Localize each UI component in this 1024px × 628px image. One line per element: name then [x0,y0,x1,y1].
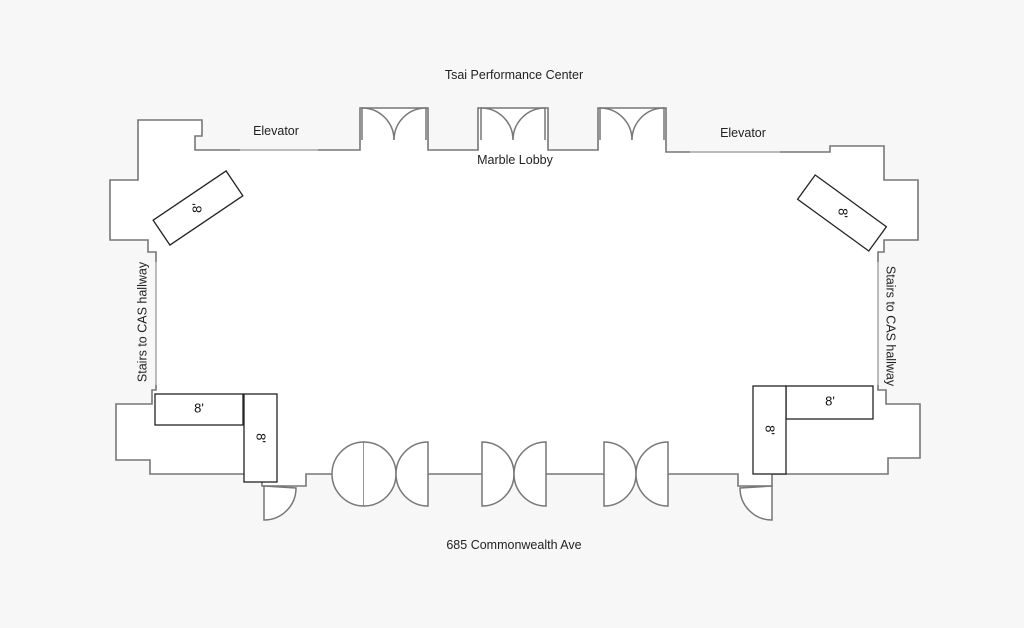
bottom-door-center [481,441,547,507]
table-bottom-right-horizontal: 8' [785,385,874,420]
bottom-door-right [603,441,669,507]
bottom-street-label: 685 Commonwealth Ave [446,538,581,552]
table-top-left-label: 8' [189,203,204,213]
bottom-left-side-door [263,485,297,521]
stairs-left-label: Stairs to CAS hallway [135,261,149,382]
table-bottom-right-vertical: 8' [752,385,787,475]
table-bottom-right-vertical-label: 8' [763,425,778,435]
bottom-right-side-door [739,485,773,521]
top-door-center [480,107,546,141]
lobby-label: Marble Lobby [477,153,553,167]
table-bottom-right-horizontal-label: 8' [825,393,835,408]
room-walls [109,107,921,487]
table-bottom-left-vertical: 8' [243,393,278,483]
stairs-right-label: Stairs to CAS hallway [884,266,898,387]
table-bottom-left-vertical-label: 8' [254,433,269,443]
bottom-door-left [331,441,429,507]
table-bottom-left-horizontal: 8' [154,393,244,426]
table-top-right-label: 8' [836,208,851,218]
elevator-left-label: Elevator [253,124,299,138]
top-building-label: Tsai Performance Center [445,68,583,82]
table-top-right: 8' [796,174,888,252]
table-top-left: 8' [152,170,244,246]
table-bottom-left-horizontal-label: 8' [194,400,204,415]
elevator-right-label: Elevator [720,126,766,140]
top-door-right [599,107,665,141]
top-door-left [361,107,427,141]
